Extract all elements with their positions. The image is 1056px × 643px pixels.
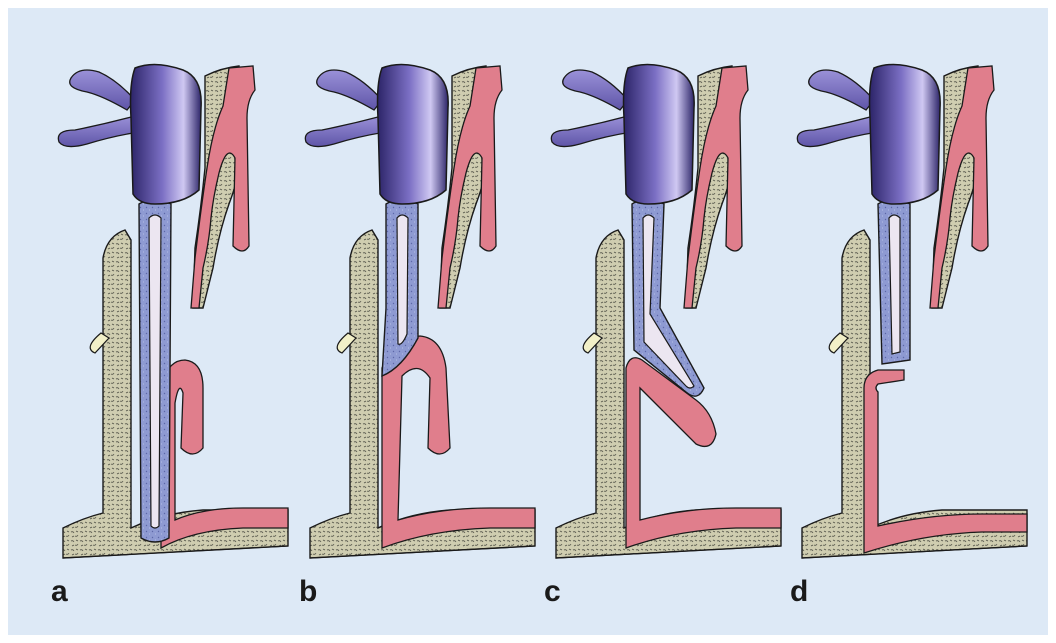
vein-branch-lower <box>58 116 139 147</box>
vein-bulb <box>378 64 449 204</box>
anatomy-drawing <box>536 8 786 635</box>
duct-lumen <box>149 215 161 528</box>
mucosa-lower <box>161 360 288 548</box>
anatomy-drawing <box>782 8 1032 635</box>
vein-bulb <box>624 64 695 204</box>
panel-b: b <box>290 8 540 635</box>
anatomy-drawing <box>43 8 293 635</box>
anatomy-drawing <box>290 8 540 635</box>
illustration-frame: a b c d <box>8 8 1048 635</box>
mucosa-lower <box>382 336 535 548</box>
panel-c: c <box>536 8 786 635</box>
panel-label: a <box>51 577 68 607</box>
panel-label: c <box>544 577 561 607</box>
vein-branch-upper <box>317 70 382 110</box>
panel-label: b <box>299 577 317 607</box>
vein-branch-upper <box>563 70 628 110</box>
vein-branch-lower <box>797 116 878 147</box>
vein-branch-upper <box>809 70 874 110</box>
vein-bulb <box>131 64 202 204</box>
vein-branch-lower <box>551 116 632 147</box>
panel-d: d <box>782 8 1032 635</box>
panel-a: a <box>43 8 293 635</box>
vein-branch-lower <box>305 116 386 147</box>
mucosa-lower <box>864 370 1027 553</box>
vein-branch-upper <box>70 70 135 110</box>
vein-bulb <box>870 64 941 204</box>
bone-base <box>802 230 1027 558</box>
duct-lumen <box>397 215 408 344</box>
panel-label: d <box>790 577 808 607</box>
